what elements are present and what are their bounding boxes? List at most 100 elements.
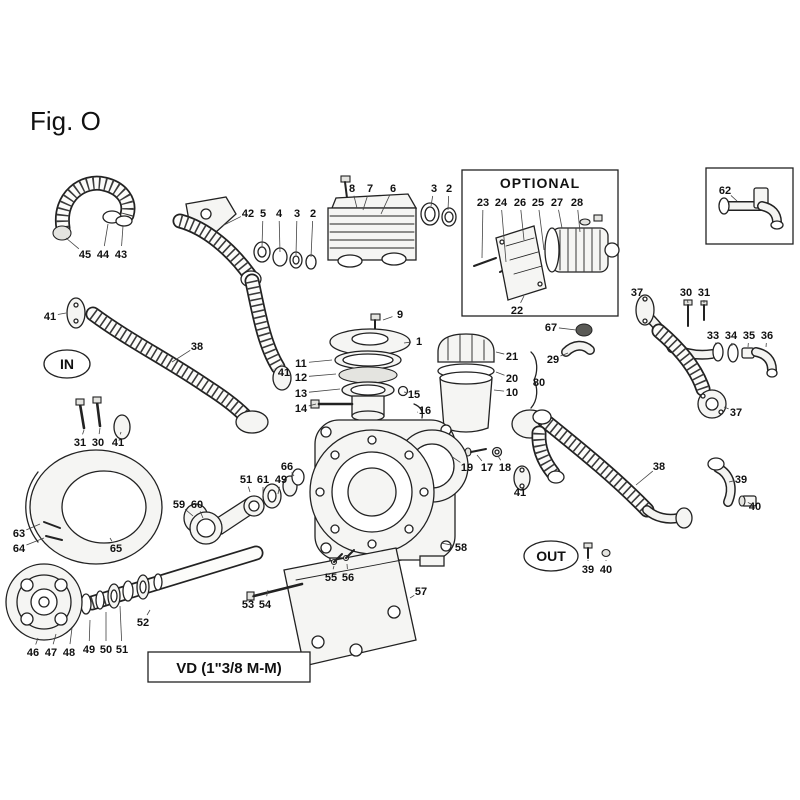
part-callout: 45 xyxy=(79,249,91,261)
part-callout: 42 xyxy=(242,208,254,220)
callout-leader xyxy=(88,619,91,642)
part-callout: 41 xyxy=(278,367,290,379)
bracket-bolts xyxy=(246,549,355,601)
callout-leader xyxy=(430,195,434,207)
connecting-rod-assembly xyxy=(183,468,305,545)
callout-leader xyxy=(199,511,204,519)
chamber-bolt xyxy=(370,313,381,321)
part-callout: 50 xyxy=(100,644,112,656)
part-callout: 67 xyxy=(545,322,557,334)
part-callout: 27 xyxy=(551,197,563,209)
callout-leader xyxy=(560,352,569,357)
optional-label: OPTIONAL xyxy=(500,175,580,191)
callout-leader xyxy=(278,220,281,253)
part-callout: 23 xyxy=(477,197,489,209)
accumulator xyxy=(437,333,538,433)
callout-leader xyxy=(119,605,123,642)
callout-leader xyxy=(308,388,341,393)
callout-leader xyxy=(52,633,57,645)
callout-leader xyxy=(558,327,577,331)
callout-leader xyxy=(35,637,39,645)
callout-leader xyxy=(497,455,502,461)
optional-box: OPTIONAL xyxy=(461,169,620,317)
part-callout: 24 xyxy=(495,197,508,209)
callout-leader xyxy=(450,455,461,463)
in-label: IN xyxy=(60,356,74,372)
callout-leader xyxy=(538,209,545,251)
callout-leader xyxy=(277,486,280,495)
callout-leader xyxy=(295,220,298,256)
part-callout: 58 xyxy=(455,542,467,554)
part-callout: 30 xyxy=(680,287,692,299)
callout-leader xyxy=(520,209,525,241)
callout-leader xyxy=(291,472,295,477)
fitting-62-box xyxy=(705,167,794,245)
part-callout: 80 xyxy=(533,377,545,389)
part-callout: 35 xyxy=(743,330,755,342)
air-chamber-stack xyxy=(310,313,423,422)
part-callout: 65 xyxy=(110,543,122,555)
part-callout: 13 xyxy=(295,388,307,400)
part-callout: 11 xyxy=(295,358,307,370)
callout-leader xyxy=(747,502,752,505)
callout-leader xyxy=(221,216,242,227)
part-callout: 15 xyxy=(408,389,420,401)
hose-in-right xyxy=(235,281,292,434)
callout-leader xyxy=(409,594,415,599)
part-callout: 19 xyxy=(461,462,473,474)
callout-leader xyxy=(495,351,505,355)
valve-ball xyxy=(397,385,409,397)
part-callout: 17 xyxy=(481,462,493,474)
part-callout: 55 xyxy=(325,572,337,584)
callout-leader xyxy=(687,299,689,304)
part-callout: 48 xyxy=(63,647,75,659)
callout-leader xyxy=(308,359,333,363)
part-callout: 59 xyxy=(173,499,185,511)
part-callout: 10 xyxy=(506,387,518,399)
head-bolt xyxy=(340,175,351,183)
callout-leader xyxy=(119,431,122,435)
part-callout: 12 xyxy=(295,372,307,384)
part-callout: 40 xyxy=(600,564,612,576)
part-callout: 31 xyxy=(74,437,86,449)
callout-leader xyxy=(82,429,85,435)
callout-leader xyxy=(121,225,124,247)
callout-leader xyxy=(723,406,729,410)
part-callout: 26 xyxy=(514,197,526,209)
pulley-flange xyxy=(5,563,83,641)
part-callout: 3 xyxy=(294,208,300,220)
bolts-in-flange xyxy=(75,396,102,430)
pump-shaft xyxy=(80,553,256,615)
part-callout: 18 xyxy=(499,462,511,474)
callout-leader xyxy=(362,195,368,211)
callout-leader xyxy=(146,609,151,616)
grommet xyxy=(575,323,593,337)
part-callout: 39 xyxy=(735,474,747,486)
part-callout: 64 xyxy=(13,543,26,555)
part-callout: 9 xyxy=(397,309,403,321)
part-callout: 2 xyxy=(446,183,452,195)
out-assembly xyxy=(511,294,778,559)
part-callout: 39 xyxy=(582,564,594,576)
part-callout: 16 xyxy=(419,405,431,417)
part-callout: 56 xyxy=(342,572,354,584)
part-callout: 6 xyxy=(390,183,396,195)
retainer-clip xyxy=(413,403,423,419)
part-callout: 37 xyxy=(730,407,742,419)
callout-leader xyxy=(57,312,67,315)
callout-leader xyxy=(69,627,73,645)
callout-leader xyxy=(353,195,358,209)
part-callout: 8 xyxy=(349,183,355,195)
part-callout: 53 xyxy=(242,599,254,611)
part-callout: 21 xyxy=(506,351,518,363)
callout-leader xyxy=(26,523,41,531)
part-callout: 14 xyxy=(295,403,308,415)
callout-leader xyxy=(266,589,269,597)
crankcase xyxy=(309,419,469,569)
callout-leader xyxy=(382,316,393,321)
callout-leader xyxy=(481,209,484,259)
part-callout: 49 xyxy=(83,644,95,656)
hose-in-left xyxy=(66,297,248,440)
